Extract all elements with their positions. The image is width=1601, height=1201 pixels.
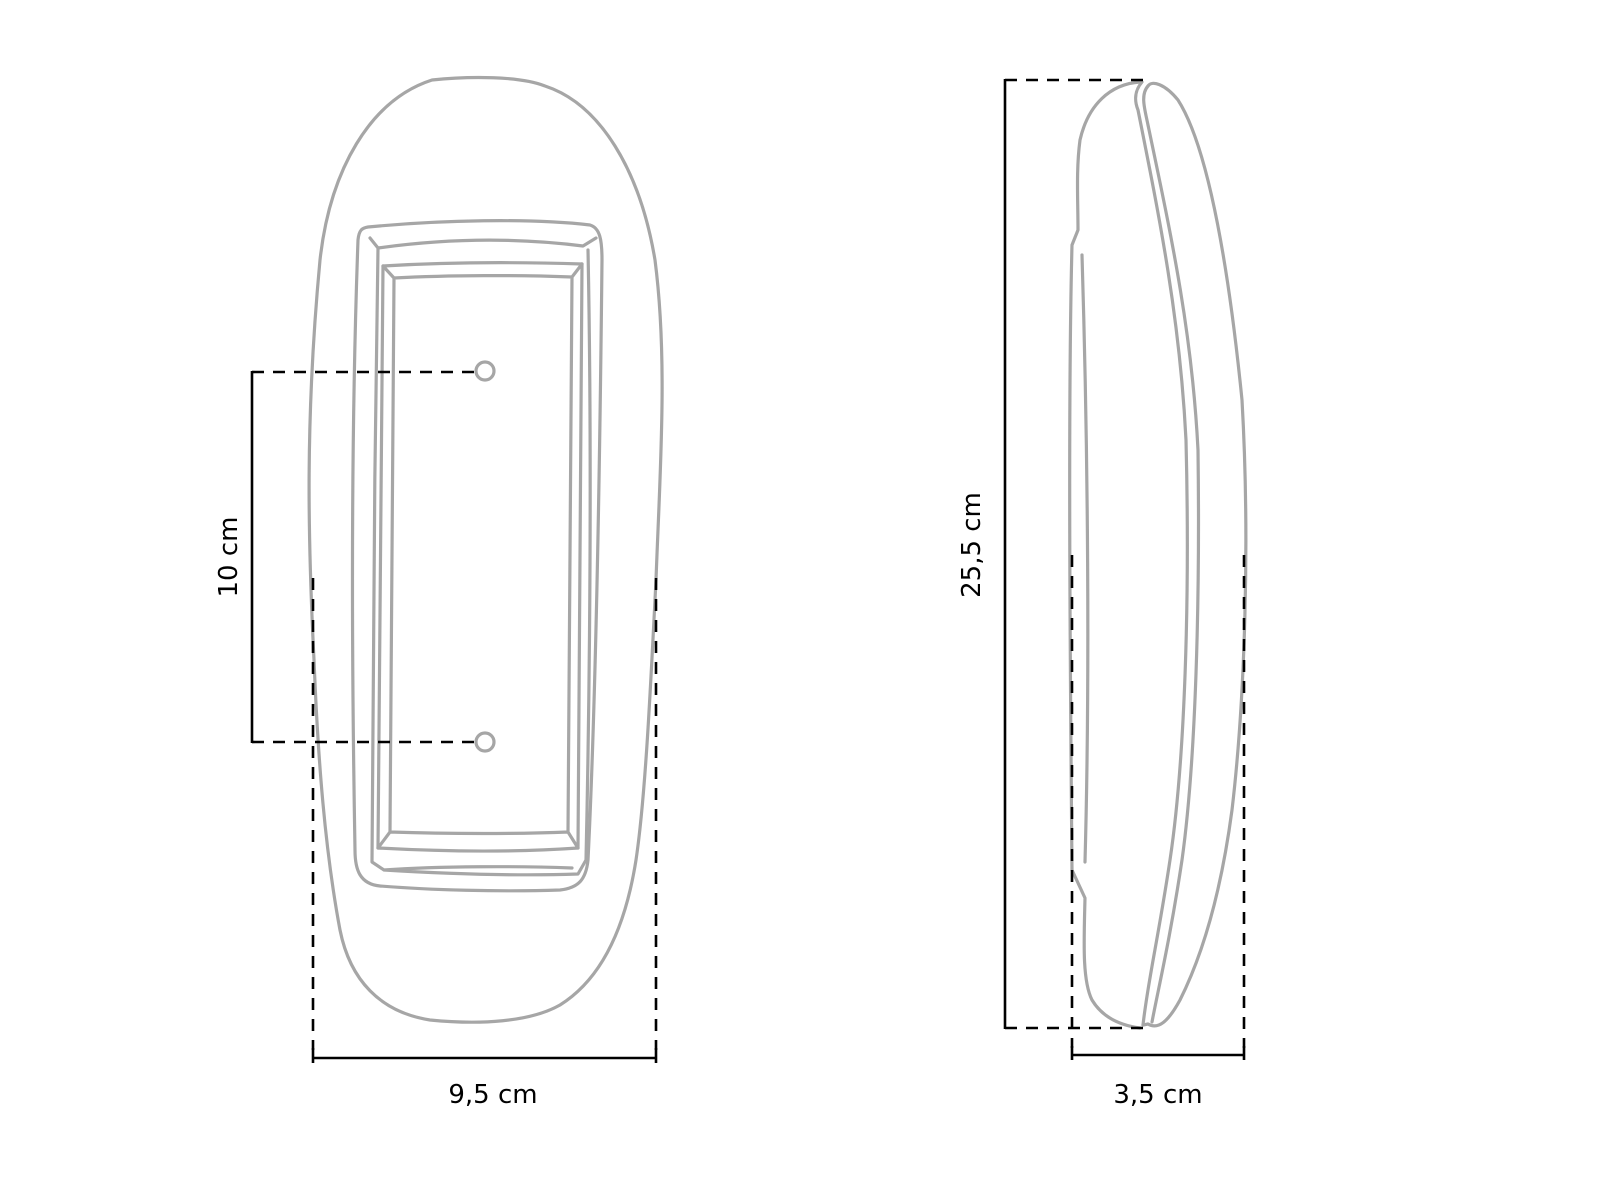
- front-recess-inner: [376, 262, 584, 850]
- depth-label: 3,5 cm: [1113, 1080, 1202, 1110]
- side-back-outline: [1068, 80, 1142, 1030]
- mounting-hole-bottom: [474, 731, 496, 753]
- width-dimension: 9,5 cm: [311, 578, 658, 1110]
- depth-dimension: 3,5 cm: [1070, 555, 1246, 1110]
- width-label: 9,5 cm: [448, 1080, 537, 1110]
- front-recess-outer: [376, 261, 584, 853]
- side-front-outline: [1141, 81, 1248, 1028]
- front-frame-inner: [368, 236, 598, 877]
- mounting-hole-top: [474, 360, 496, 382]
- side-seam-left: [1134, 80, 1189, 1027]
- side-back-inner-line: [1080, 253, 1090, 864]
- front-view: [307, 75, 664, 1024]
- height-dimension: 25,5 cm: [957, 78, 1145, 1030]
- side-seam-right: [1142, 84, 1201, 1024]
- height-label: 25,5 cm: [957, 492, 987, 598]
- hole-spacing-dimension: 10 cm: [214, 370, 474, 744]
- front-frame-outer: [350, 219, 604, 893]
- side-view: [1068, 80, 1248, 1030]
- front-outer-outline: [307, 75, 664, 1024]
- hole-spacing-label: 10 cm: [214, 517, 244, 598]
